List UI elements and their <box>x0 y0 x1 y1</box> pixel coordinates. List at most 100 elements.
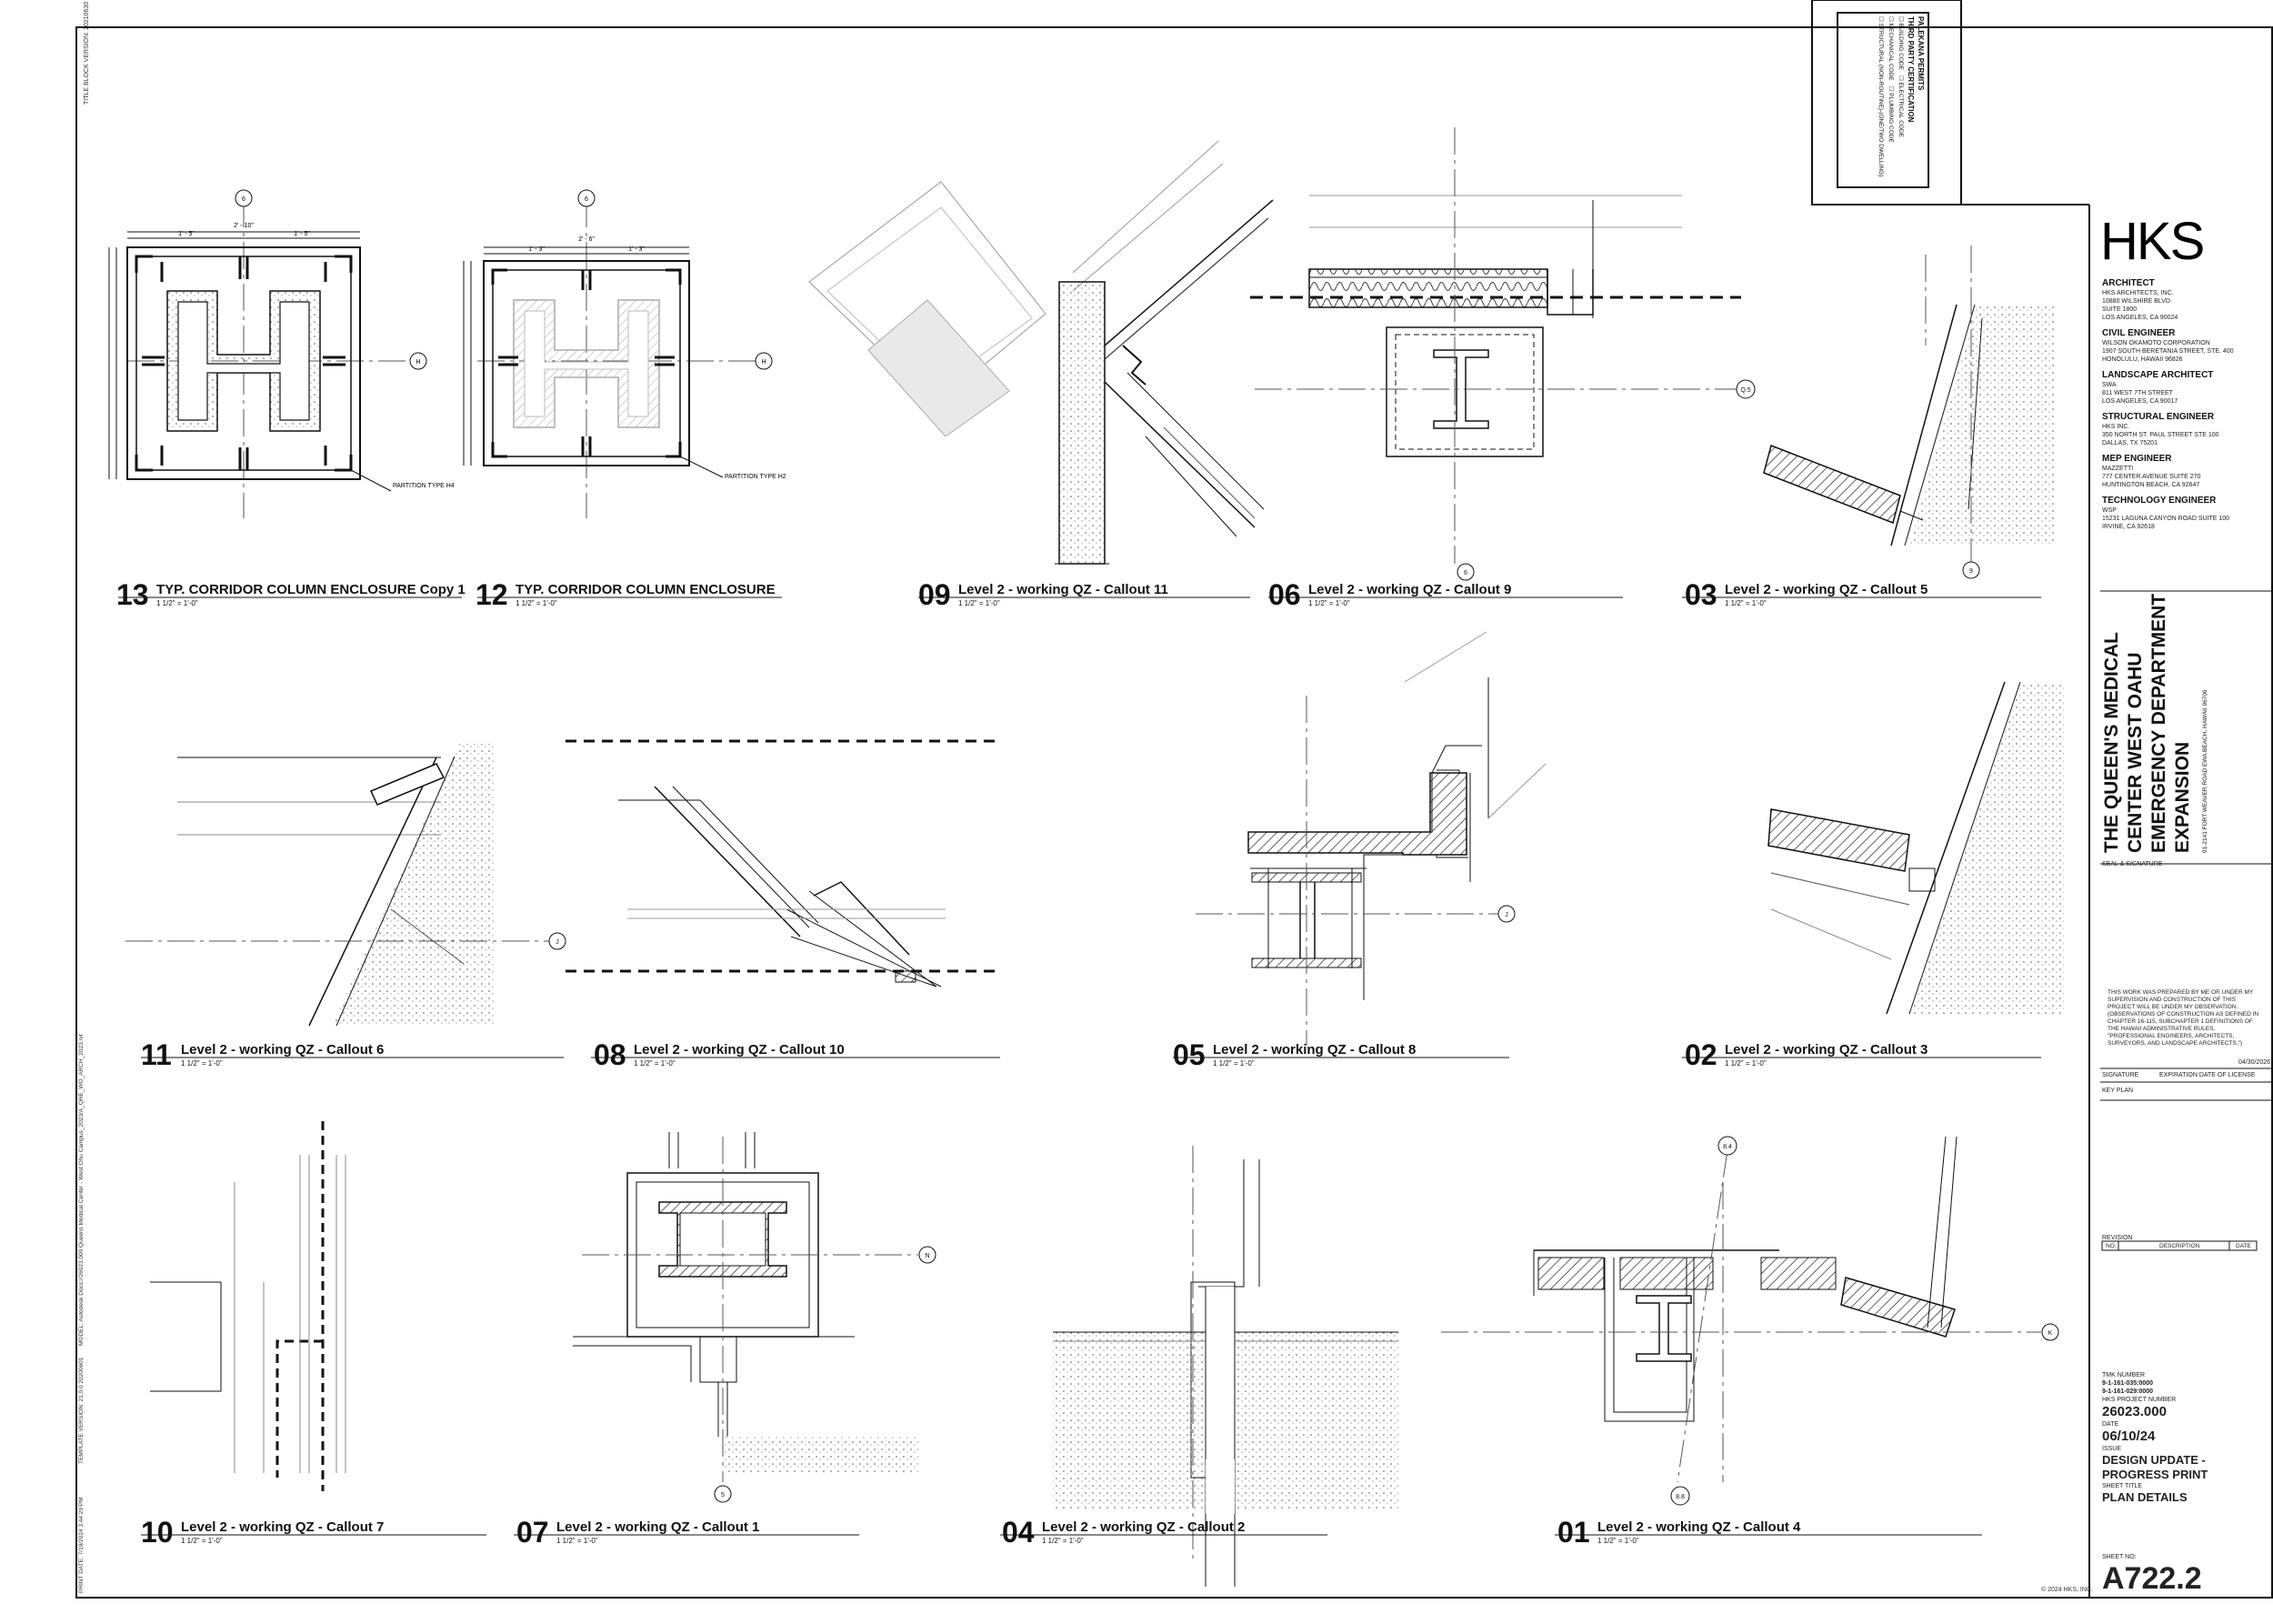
permit-item: ☐ PLUMBING CODE <box>1887 85 1894 143</box>
grid-bubble-label: 9 <box>1969 568 1973 575</box>
project-number-label: HKS PROJECT NUMBER <box>2102 1397 2177 1403</box>
partition-tag: PARTITION TYPE H4 <box>393 483 455 489</box>
tmk-label: TMK NUMBER <box>2102 1372 2146 1378</box>
grid-bubble-label: 6 <box>242 196 245 203</box>
dimension-left: 1' - 3" <box>528 246 545 253</box>
grid-bubble-label: 8.8 <box>1676 1494 1685 1500</box>
grid-bubble-label: H <box>416 359 420 366</box>
detail-06-drawing: 6 Q.5 <box>1250 127 1756 581</box>
revision-col-description: DESCRIPTION <box>2159 1243 2200 1249</box>
issue-label: ISSUE <box>2102 1446 2122 1452</box>
sheet-title-label: SHEET TITLE <box>2102 1483 2143 1489</box>
expiration-label: EXPIRATION DATE OF LICENSE <box>2159 1072 2256 1078</box>
project-name-line: CENTER WEST OAHU <box>2125 652 2146 854</box>
dimension-left: 1' - 5" <box>178 231 195 237</box>
detail-02-drawing <box>1767 681 2064 1015</box>
detail-title: 07 Level 2 - working QZ - Callout 1 1 1/… <box>516 1516 760 1549</box>
detail-title: 06 Level 2 - working QZ - Callout 9 1 1/… <box>1268 578 1512 611</box>
hks-logo: HKS <box>2100 212 2204 271</box>
detail-title: 08 Level 2 - working QZ - Callout 10 1 1… <box>594 1038 845 1071</box>
dimension-right: 1' - 5" <box>294 231 310 237</box>
title-block-rules <box>2100 590 2271 1251</box>
detail-09-drawing <box>808 140 1274 565</box>
tmk-value: 9-1-161-029:0000 <box>2102 1388 2154 1395</box>
grid-bubble-label: Q.5 <box>1740 387 1750 394</box>
consultant-civil: CIVIL ENGINEER WILSON OKAMOTO CORPORATIO… <box>2102 328 2234 363</box>
detail-title: 11 Level 2 - working QZ - Callout 6 1 1/… <box>141 1038 385 1071</box>
project-name-line: EXPANSION <box>2172 741 2193 853</box>
tmk-value: 9-1-161-035:0000 <box>2102 1380 2154 1387</box>
detail-title: 02 Level 2 - working QZ - Callout 3 1 1/… <box>1685 1038 1928 1071</box>
detail-11-drawing: J <box>125 744 566 1027</box>
grid-bubble-label: K <box>2048 1330 2053 1337</box>
detail-title: 03 Level 2 - working QZ - Callout 5 1 1/… <box>1685 578 1928 611</box>
print-date: PRINT DATE: 7/19/2024 3:44:29 PM <box>78 1497 85 1593</box>
detail-title: 13 TYP. CORRIDOR COLUMN ENCLOSURE Copy 1… <box>116 578 466 611</box>
detail-08-drawing <box>566 739 996 987</box>
expiration-date: 04/30/2026 <box>2238 1059 2271 1066</box>
revision-col-date: DATE <box>2236 1243 2251 1249</box>
detail-title: 12 TYP. CORRIDOR COLUMN ENCLOSURE 1 1/2"… <box>476 578 776 611</box>
permits-title: PALEKANA PERMITS <box>1917 16 1925 91</box>
permits-subtitle: THIRD PARTY CERTIFICATION <box>1907 16 1915 123</box>
permit-item: ☐ ELECTRICAL CODE <box>1898 75 1904 138</box>
project-address: 91-2141 FORT WEAVER ROAD EWA BEACH, HAWA… <box>2202 689 2208 853</box>
grid-bubble-label: 5 <box>721 1492 725 1499</box>
detail-05-drawing: J <box>1196 631 1547 1046</box>
issue-line: DESIGN UPDATE - <box>2102 1453 2206 1467</box>
detail-07-drawing: N 5 <box>573 1132 936 1503</box>
certification-text: THIS WORK WAS PREPARED BY ME OR UNDER MY… <box>2108 989 2259 1047</box>
detail-04-drawing <box>1053 1146 1398 1587</box>
sheet-no-label: SHEET NO: <box>2102 1554 2137 1560</box>
consultant-list: ARCHITECT HKS ARCHITECTS, INC.10880 WILS… <box>2102 277 2266 531</box>
grid-bubble-label: 6 <box>1464 570 1467 576</box>
partition-tag: PARTITION TYPE H2 <box>725 474 786 480</box>
project-name-line: THE QUEEN'S MEDICAL <box>2101 631 2122 853</box>
grid-bubble-label: 8.4 <box>1723 1144 1732 1150</box>
revision-col-no: NO. <box>2106 1243 2117 1249</box>
dimension-right: 1' - 3" <box>628 246 645 253</box>
project-name-block: THE QUEEN'S MEDICAL CENTER WEST OAHU EME… <box>2100 562 2208 853</box>
model-path: MODEL: Autodesk Docs://26023.000 Queens … <box>78 1034 85 1346</box>
grid-bubble-label: N <box>925 1253 929 1259</box>
signature-label: SIGNATURE <box>2102 1072 2139 1078</box>
date-label: DATE <box>2102 1421 2119 1428</box>
issue-line: PROGRESS PRINT <box>2102 1468 2208 1481</box>
detail-12-drawing: 6 H 2' - 6" 1' - 3" 1' - 3" PARTITION TY… <box>463 189 786 518</box>
revision-label: REVISION <box>2102 1235 2133 1241</box>
detail-03-drawing: 9 <box>1763 246 2055 579</box>
detail-title: 09 Level 2 - working QZ - Callout 11 1 1… <box>918 578 1168 611</box>
permits-panel: PALEKANA PERMITS THIRD PARTY CERTIFICATI… <box>1876 16 1926 187</box>
title-underlines <box>118 596 2041 1536</box>
project-number: 26023.000 <box>2102 1404 2167 1419</box>
detail-title: 04 Level 2 - working QZ - Callout 2 1 1/… <box>1002 1516 1246 1549</box>
consultant-architect: ARCHITECT HKS ARCHITECTS, INC.10880 WILS… <box>2102 278 2178 321</box>
detail-10-drawing <box>150 1121 346 1491</box>
detail-01-drawing: 8.4 8.8 K <box>1441 1136 2059 1506</box>
project-name-line: EMERGENCY DEPARTMENT <box>2148 593 2169 853</box>
issue-date: 06/10/24 <box>2102 1429 2156 1444</box>
copyright: © 2024 HKS, INC. <box>2041 1587 2093 1593</box>
seal-label: SEAL & SIGNATURE <box>2102 861 2163 867</box>
permit-item: ☐ STRUCTURAL (NON-ROUTINE)-(ONE/TWO DWEL… <box>1877 16 1884 177</box>
permit-item: ☐ BUILDING CODE <box>1898 16 1904 70</box>
template-version: TEMPLATE VERSION: 21.0.0 20200601 <box>78 1357 85 1464</box>
grid-bubble-label: 6 <box>585 196 588 203</box>
title-block-version: TITLE BLOCK VERSION: 20210630 <box>84 1 90 105</box>
grid-bubble-label: J <box>556 939 559 946</box>
detail-13-drawing: 6 H 2' - 10" 1' - 5" 1' - 5" PARTITION T… <box>108 189 455 518</box>
grid-bubble-label: J <box>1505 912 1508 918</box>
dimension-total: 2' - 10" <box>234 223 254 229</box>
project-info: TMK NUMBER 9-1-161-035:0000 9-1-161-029:… <box>2102 1371 2208 1505</box>
grid-bubble-label: H <box>761 359 766 366</box>
detail-title: 05 Level 2 - working QZ - Callout 8 1 1/… <box>1173 1038 1417 1071</box>
sheet-number: A722.2 <box>2102 1561 2202 1596</box>
consultant-structural: STRUCTURAL ENGINEER HKS INC.350 NORTH ST… <box>2102 412 2219 446</box>
key-plan-label: KEY PLAN <box>2102 1088 2134 1094</box>
detail-title: 10 Level 2 - working QZ - Callout 7 1 1/… <box>141 1516 385 1549</box>
detail-title: 01 Level 2 - working QZ - Callout 4 1 1/… <box>1557 1516 1801 1549</box>
